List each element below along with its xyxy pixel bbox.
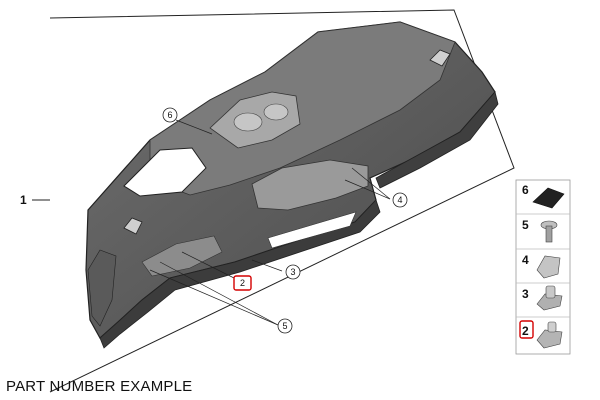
svg-text:6: 6 [522,183,529,197]
clip-nut-icon [536,255,561,279]
side-part-6: 6 [522,183,565,209]
right-end-trim [375,91,499,189]
callout-5: 5 [277,318,293,334]
parts-side-panel: 6 5 4 3 2 [515,179,571,355]
foam-pad-icon [532,187,565,209]
svg-text:4: 4 [522,253,529,267]
callout-6: 6 [162,107,178,123]
side-part-2-highlighted: 2 [519,320,563,349]
callout-2-highlighted: 2 [233,275,252,291]
svg-text:3: 3 [290,267,295,277]
cluster-ring-left [233,112,263,132]
left-air-vent [123,217,143,235]
center-console-bracket [251,159,369,211]
svg-text:6: 6 [167,110,172,120]
callout-leaders [149,119,391,326]
callout-3: 3 [285,264,301,280]
left-lower-frame [87,249,117,327]
side-part-5: 5 [522,218,558,243]
svg-text:5: 5 [282,321,287,331]
side-part-3: 3 [522,285,563,311]
svg-text:5: 5 [522,218,529,232]
right-air-vent [429,49,451,67]
side-part-4: 4 [522,253,561,279]
main-part-number: 1 [20,193,27,207]
glovebox-opening [267,211,357,249]
svg-text:3: 3 [522,287,529,301]
dashboard-illustration [85,21,499,349]
screw-icon [540,220,558,243]
cluster-ring-right [263,103,289,121]
dashboard-top-surface [149,21,456,196]
speed-nut-icon [536,321,563,349]
svg-text:2: 2 [522,324,529,338]
svg-text:2: 2 [240,278,245,288]
left-opening [123,147,207,197]
lower-bracket [141,235,223,277]
callout-4: 4 [392,192,408,208]
svg-text:4: 4 [397,195,402,205]
expansion-nut-icon [536,285,563,311]
page-caption: PART NUMBER EXAMPLE [6,378,193,395]
